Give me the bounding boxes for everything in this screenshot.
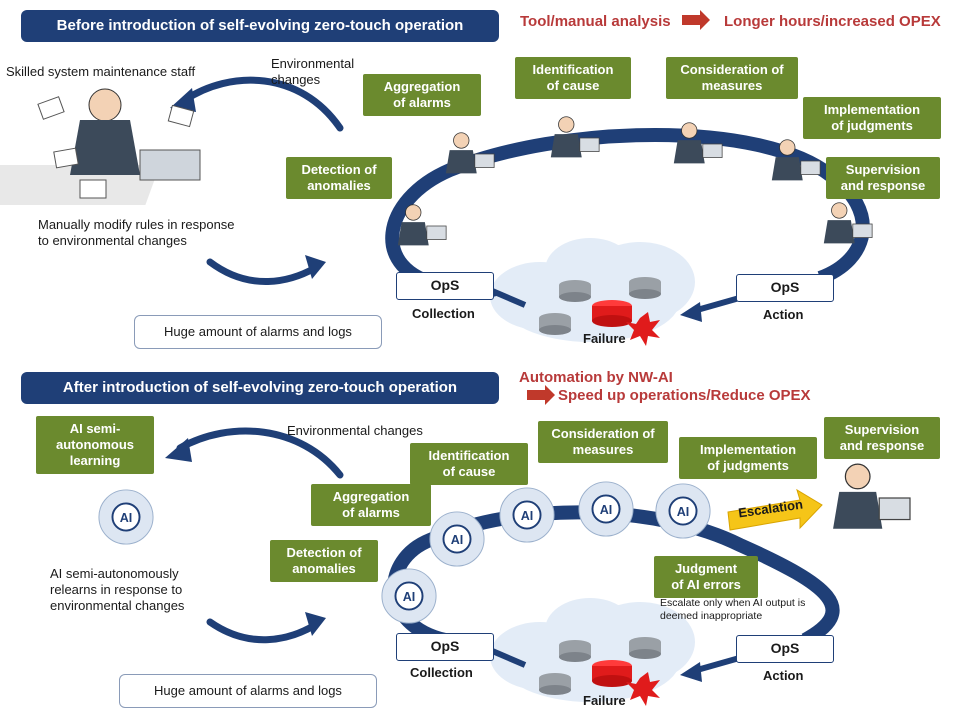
tool-analysis-text: Tool/manual analysis	[520, 13, 671, 30]
ai-label: AI	[451, 533, 464, 547]
env-changes-top: Environmental changes	[271, 56, 355, 87]
manual-modify-text: Manually modify rules in response to env…	[38, 217, 235, 248]
red-arrow-bottom	[527, 385, 555, 405]
worker-icon	[771, 139, 821, 181]
ops-action-bottom: OpS	[736, 635, 834, 663]
automation-text: Automation by NW-AI	[519, 369, 673, 386]
worker-icon	[823, 202, 873, 244]
collection-label-top: Collection	[412, 306, 475, 321]
step-identification-bottom: Identification of cause	[410, 443, 528, 485]
env-change-arrow-bottom	[176, 427, 344, 479]
relearn-arrow-bottom	[206, 618, 319, 644]
ops-collection-top: OpS	[396, 272, 494, 300]
ops-action-top: OpS	[736, 274, 834, 302]
ai-icon: AI	[429, 511, 485, 567]
staff-label: Skilled system maintenance staff	[6, 64, 196, 79]
action-label-top: Action	[763, 307, 804, 322]
speed-up-text: Speed up operations/Reduce OPEX	[558, 387, 811, 404]
database-icons-bottom	[539, 637, 661, 706]
ai-icon: AI	[655, 483, 711, 539]
env-change-arrow-top	[181, 76, 344, 132]
step-judgment-bottom: Judgment of AI errors	[654, 556, 758, 598]
worker-icon	[550, 116, 600, 158]
failure-label-top: Failure	[583, 331, 626, 346]
supervisor-worker-icon	[833, 463, 911, 529]
ai-label: AI	[677, 505, 690, 519]
worker-icon	[397, 204, 447, 246]
ai-label: AI	[521, 509, 534, 523]
step-detection-bottom: Detection of anomalies	[270, 540, 378, 582]
longer-hours-text: Longer hours/increased OPEX	[724, 13, 941, 30]
step-aggregation-bottom: Aggregation of alarms	[311, 484, 431, 526]
failure-label-bottom: Failure	[583, 693, 626, 708]
step-identification-top: Identification of cause	[515, 57, 631, 99]
alarms-callout-bottom: Huge amount of alarms and logs	[119, 674, 377, 708]
stressed-staff-illustration	[0, 88, 201, 205]
env-changes-bottom: Environmental changes	[287, 423, 423, 438]
step-implementation-top: Implementation of judgments	[803, 97, 941, 139]
ai-icon: AI	[381, 568, 437, 624]
manual-arrow-top	[206, 258, 319, 285]
step-consideration-top: Consideration of measures	[666, 57, 798, 99]
relearn-text: AI semi-autonomously relearns in respons…	[50, 566, 185, 613]
red-arrow-top	[682, 10, 710, 30]
worker-icon	[445, 132, 495, 174]
alarms-callout-top: Huge amount of alarms and logs	[134, 315, 382, 349]
ai-label: AI	[600, 503, 613, 517]
ai-learning-box: AI semi- autonomous learning	[36, 416, 154, 474]
ai-icon: AI	[98, 489, 154, 545]
step-supervision-top: Supervision and response	[826, 157, 940, 199]
escalate-note: Escalate only when AI output is deemed i…	[660, 597, 806, 622]
database-icons-top	[539, 277, 661, 346]
cloud-top	[490, 238, 695, 342]
ai-icon: AI	[578, 481, 634, 537]
ai-label: AI	[120, 511, 133, 525]
step-detection-top: Detection of anomalies	[286, 157, 392, 199]
bottom-header: After introduction of self-evolving zero…	[21, 372, 499, 404]
step-implementation-bottom: Implementation of judgments	[679, 437, 817, 479]
step-consideration-bottom: Consideration of measures	[538, 421, 668, 463]
ops-collection-bottom: OpS	[396, 633, 494, 661]
top-loop-ring	[385, 128, 870, 292]
collection-label-bottom: Collection	[410, 665, 473, 680]
escalation-arrow	[727, 488, 823, 531]
ai-icon: AI	[499, 487, 555, 543]
top-header: Before introduction of self-evolving zer…	[21, 10, 499, 42]
step-supervision-bottom: Supervision and response	[824, 417, 940, 459]
step-aggregation-top: Aggregation of alarms	[363, 74, 481, 116]
ai-label: AI	[403, 590, 416, 604]
action-label-bottom: Action	[763, 668, 804, 683]
worker-icon	[673, 122, 723, 164]
